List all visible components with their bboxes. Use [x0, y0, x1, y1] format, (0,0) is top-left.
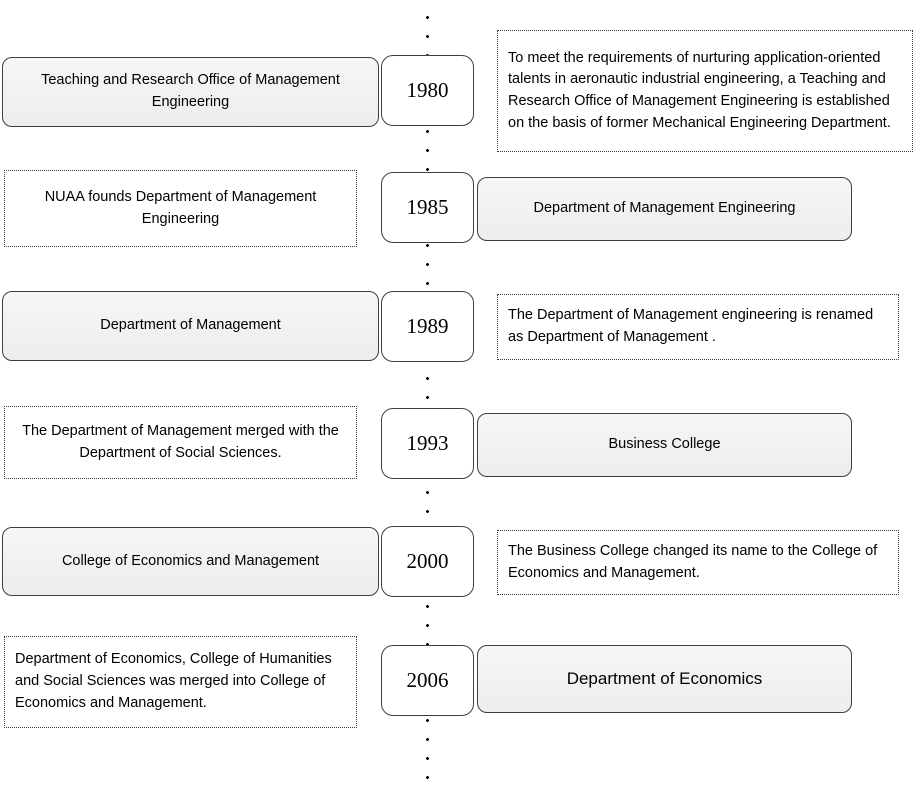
note-box-1989: The Department of Management engineering… — [497, 294, 899, 360]
org-box-2006: Department of Economics — [477, 645, 852, 713]
year-node-2006: 2006 — [381, 645, 474, 716]
org-box-1985: Department of Management Engineering — [477, 177, 852, 241]
note-box-2000: The Business College changed its name to… — [497, 530, 899, 595]
org-box-2000: College of Economics and Management — [2, 527, 379, 596]
year-node-1989: 1989 — [381, 291, 474, 362]
note-box-1985: NUAA founds Department of Management Eng… — [4, 170, 357, 247]
note-box-2006: Department of Economics, College of Huma… — [4, 636, 357, 728]
year-node-1980: 1980 — [381, 55, 474, 126]
org-box-1980: Teaching and Research Office of Manageme… — [2, 57, 379, 127]
note-box-1980: To meet the requirements of nurturing ap… — [497, 30, 913, 152]
timeline-dotted-axis — [426, 0, 429, 794]
org-box-1989: Department of Management — [2, 291, 379, 361]
year-node-2000: 2000 — [381, 526, 474, 597]
note-box-1993: The Department of Management merged with… — [4, 406, 357, 479]
year-node-1993: 1993 — [381, 408, 474, 479]
year-node-1985: 1985 — [381, 172, 474, 243]
org-box-1993: Business College — [477, 413, 852, 477]
